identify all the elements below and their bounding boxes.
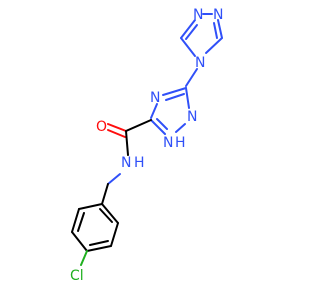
atom-nh-triazole-h: H	[175, 135, 186, 151]
bond-n4-c5	[205, 37, 223, 54]
bond-ch2-ring	[101, 183, 109, 205]
bond-b4-b5-inner	[89, 240, 109, 246]
amide-group	[107, 119, 152, 185]
molecule-structure-diagram: N N N N N N H O N H Cl	[70, 7, 223, 284]
bond-b4-b5	[86, 245, 112, 252]
bond-c5-n1	[150, 119, 166, 135]
atom-nh-triazole: N	[163, 135, 173, 151]
top-triazole-ring	[180, 13, 223, 57]
bond-c3-n4	[162, 87, 187, 96]
atom-amide-h: H	[134, 155, 145, 171]
atom-n-top-ring: N	[195, 55, 205, 71]
bond-b2-b3-inner	[77, 212, 85, 232]
bond-carbonyl-n	[125, 130, 129, 156]
atom-n-triazole-a: N	[150, 90, 160, 106]
lower-triazole-ring	[150, 87, 190, 135]
bond-b2-b3	[71, 208, 80, 233]
bond-n4-c3	[180, 37, 196, 57]
bond-b6-b1	[101, 203, 119, 224]
bond-link-top-to-lower	[185, 68, 198, 87]
bond-c3-n2-double	[185, 24, 198, 40]
atom-labels: N N N N N N H O N H Cl	[70, 7, 223, 284]
bond-b1-b2	[78, 203, 103, 210]
bond-n2-n1	[175, 123, 186, 133]
bond-c3-n2	[185, 87, 190, 109]
bond-b6-b1-inner	[99, 208, 113, 223]
bond-c5-n1	[217, 19, 223, 39]
atom-chlorine: Cl	[70, 268, 84, 284]
bond-n-ch2	[107, 173, 121, 185]
atom-n-top2: N	[213, 7, 223, 23]
atom-oxygen: O	[96, 119, 107, 135]
bond-b3-b4	[71, 231, 88, 252]
bond-c-o-double	[107, 129, 126, 138]
atom-n-triazole-b: N	[187, 109, 197, 125]
bond-c5-n1-double	[213, 22, 218, 39]
bond-c3-n2	[180, 19, 196, 39]
bond-c5-n1-double	[156, 118, 168, 130]
bond-c-cl	[80, 250, 88, 266]
bond-b5-b6	[110, 222, 119, 247]
bond-c-o	[107, 123, 127, 132]
atom-n-top1: N	[193, 7, 203, 23]
atom-amide-n: N	[121, 155, 131, 171]
bond-c5-carbonyl	[125, 119, 152, 132]
bond-c3-n4-double	[165, 93, 185, 101]
benzene-ring	[71, 203, 119, 252]
bond-n4-c5	[150, 103, 158, 119]
